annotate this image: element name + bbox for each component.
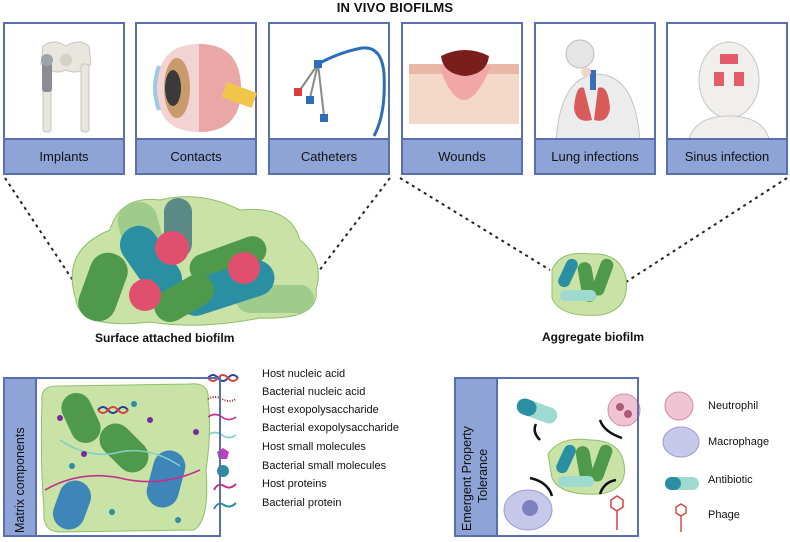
- lung-icon: [555, 39, 641, 142]
- legend-antibiotic: Antibiotic: [708, 474, 753, 486]
- card-label-contacts: Contacts: [137, 138, 255, 173]
- legend-host-small-molecules: Host small molecules: [262, 441, 366, 453]
- aggregate-biofilm: [551, 252, 627, 316]
- matrix-side-label: Matrix components: [13, 427, 27, 533]
- legend-host-proteins: Host proteins: [262, 478, 327, 490]
- catheter-icon: [294, 46, 386, 137]
- card-label-wounds: Wounds: [403, 138, 521, 173]
- card-label-catheters: Catheters: [270, 138, 388, 173]
- card-implants: Implants: [3, 22, 125, 175]
- macrophage-icon: [662, 426, 700, 458]
- legend-bacterial-exopolysaccharide: Bacterial exopolysaccharide: [262, 422, 399, 434]
- bacterial-exopolysaccharide-icon: [207, 431, 237, 439]
- sinus-face-icon: [687, 41, 771, 142]
- leader-catheters: [311, 177, 391, 281]
- aggregate-biofilm-caption: Aggregate biofilm: [542, 330, 645, 344]
- card-sinus-infection: Sinus infection: [666, 22, 788, 175]
- card-contacts: Contacts: [135, 22, 258, 175]
- hip-implant-icon: [40, 41, 92, 133]
- card-lung-infections: Lung infections: [534, 22, 656, 175]
- bacterial-protein-icon: [213, 502, 237, 510]
- legend-bacterial-small-molecules: Bacterial small molecules: [262, 460, 387, 472]
- phage-icon: [675, 503, 687, 532]
- card-label-lung-infections: Lung infections: [536, 138, 654, 173]
- surface-attached-biofilm: [71, 196, 319, 326]
- figure-title: IN VIVO BIOFILMS: [336, 0, 454, 15]
- legend-bacterial-nucleic-acid: Bacterial nucleic acid: [262, 386, 366, 398]
- legend-neutrophil: Neutrophil: [708, 400, 759, 412]
- legend-phage: Phage: [708, 509, 740, 521]
- matrix-components-panel: Matrix components: [3, 377, 221, 537]
- leader-sinus: [625, 177, 788, 283]
- matrix-side-bar: [5, 379, 37, 535]
- antibiotic-capsule-icon: [665, 477, 699, 490]
- card-wounds: Wounds: [401, 22, 523, 175]
- card-label-implants: Implants: [5, 138, 123, 173]
- dna-helix-icon: [207, 374, 239, 382]
- tolerance-illustration: [503, 393, 641, 531]
- leader-implants: [4, 177, 75, 283]
- legend-host-nucleic-acid: Host nucleic acid: [262, 368, 346, 380]
- legend-macrophage: Macrophage: [708, 436, 770, 448]
- tolerance-legend-icons: [662, 391, 700, 532]
- eye-icon: [153, 44, 258, 132]
- surface-biofilm-caption: Surface attached biofilm: [95, 331, 235, 345]
- tolerance-panel: Emergent Property Tolerance: [454, 377, 639, 537]
- legend-bacterial-protein: Bacterial protein: [262, 497, 342, 509]
- tolerance-side-label-1: Emergent Property: [460, 426, 474, 531]
- host-protein-icon: [213, 483, 237, 491]
- host-exopolysaccharide-icon: [207, 413, 237, 421]
- tolerance-side-bar: [456, 379, 498, 535]
- card-catheters: Catheters: [268, 22, 390, 175]
- neutrophil-icon: [664, 391, 694, 421]
- leader-wounds: [399, 177, 551, 271]
- matrix-illustration: [40, 383, 211, 533]
- tolerance-side-label-2: Tolerance: [476, 448, 490, 503]
- legend-host-exopolysaccharide: Host exopolysaccharide: [262, 404, 379, 416]
- card-label-sinus-infection: Sinus infection: [668, 138, 786, 173]
- wound-icon: [409, 50, 519, 124]
